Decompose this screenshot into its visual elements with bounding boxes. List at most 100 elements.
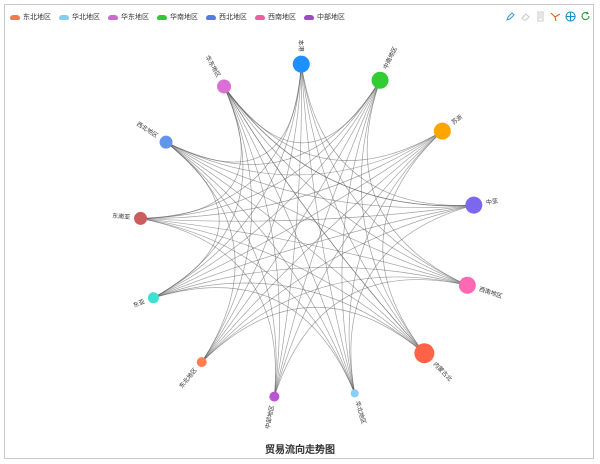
graph-link: [140, 218, 356, 394]
legend-label: 华东地区: [121, 13, 149, 21]
node-label: 华北地区: [354, 400, 368, 425]
graph-node[interactable]: 本港: [292, 39, 310, 73]
node-circle[interactable]: [414, 343, 435, 364]
graph-node[interactable]: 中亚: [465, 196, 499, 214]
graph-link: [223, 80, 381, 144]
node-circle[interactable]: [465, 196, 483, 214]
graph-node[interactable]: 内蒙古北: [414, 343, 454, 383]
mark-pen-icon[interactable]: [505, 11, 516, 22]
legend-label: 华南地区: [170, 13, 198, 21]
node-circle[interactable]: [134, 211, 148, 225]
node-circle[interactable]: [269, 391, 280, 402]
legend-label: 中部地区: [317, 13, 345, 21]
force-layout-icon[interactable]: [565, 11, 576, 22]
legend-marker-icon: [59, 14, 69, 20]
node-circle[interactable]: [292, 55, 310, 73]
graph-node[interactable]: 中南地区: [371, 45, 399, 89]
graph-link: [165, 141, 425, 354]
graph-node[interactable]: 东亚: [132, 292, 159, 309]
graph-link: [153, 204, 474, 299]
legend-item[interactable]: 西北地区: [206, 12, 247, 22]
restore-graph-icon[interactable]: [550, 11, 561, 22]
legend-marker-icon: [157, 14, 167, 20]
node-circle[interactable]: [159, 135, 173, 149]
node-label: 东亚: [132, 297, 146, 309]
legend-label: 西北地区: [219, 13, 247, 21]
legend-item[interactable]: 东北地区: [10, 12, 51, 22]
graph-link: [223, 86, 280, 397]
node-circle[interactable]: [147, 292, 159, 304]
graph-link: [366, 80, 468, 286]
node-label: 中亚: [485, 197, 498, 207]
chart-frame: [4, 4, 594, 459]
graph-link: [201, 306, 425, 363]
graph-link: [140, 204, 474, 222]
graph-node[interactable]: 华东地区: [204, 54, 232, 94]
graph-link: [153, 287, 356, 394]
legend-label: 华北地区: [72, 13, 100, 21]
node-circle[interactable]: [350, 389, 359, 398]
graph-link: [201, 80, 381, 363]
graph-link: [165, 130, 443, 176]
legend: 东北地区 华北地区 华东地区 华南地区 西北地区 西南地区 中部地区: [10, 12, 345, 22]
graph-link: [153, 141, 220, 299]
node-label: 本港: [297, 39, 305, 51]
legend-marker-icon: [304, 14, 314, 20]
links-layer: [140, 64, 474, 397]
graph-link: [153, 80, 381, 299]
legend-item[interactable]: 中部地区: [304, 12, 345, 22]
graph-node[interactable]: 西北地区: [135, 120, 173, 149]
graph-link: [165, 141, 474, 208]
legend-item[interactable]: 华南地区: [157, 12, 198, 22]
graph-link: [223, 86, 356, 394]
graph-link: [201, 276, 468, 363]
data-view-icon[interactable]: [535, 11, 546, 22]
legend-marker-icon: [108, 14, 118, 20]
node-label: 中部地区: [263, 405, 276, 430]
graph-link: [165, 141, 277, 397]
node-label: 西北地区: [135, 120, 160, 140]
graph-link: [140, 64, 302, 219]
legend-label: 西南地区: [268, 13, 296, 21]
legend-marker-icon: [206, 14, 216, 20]
graph-link: [274, 279, 468, 397]
legend-marker-icon: [10, 14, 20, 20]
graph-link: [165, 141, 236, 363]
graph-link: [274, 64, 302, 397]
graph-link: [274, 80, 381, 397]
legend-item[interactable]: 华东地区: [108, 12, 149, 22]
node-circle[interactable]: [371, 71, 389, 89]
graph-link: [350, 204, 474, 394]
node-label: 西南地区: [478, 285, 503, 300]
graph-node[interactable]: 东南亚: [112, 211, 148, 225]
legend-item[interactable]: 西南地区: [255, 12, 296, 22]
graph-node[interactable]: 东北地区: [177, 357, 207, 390]
graph-node[interactable]: 华北地区: [350, 389, 368, 425]
graph-link: [300, 64, 356, 394]
graph-link: [223, 86, 425, 354]
refresh-icon[interactable]: [580, 11, 591, 22]
graph-link: [153, 130, 443, 299]
graph-link: [153, 64, 302, 299]
eraser-icon[interactable]: [520, 11, 531, 22]
legend-item[interactable]: 华北地区: [59, 12, 100, 22]
graph-link: [140, 218, 276, 397]
node-circle[interactable]: [217, 79, 232, 94]
graph-node[interactable]: 西南地区: [458, 276, 504, 300]
node-label: 苏浙: [450, 113, 464, 127]
graph-link: [165, 80, 381, 165]
graph-node[interactable]: 苏浙: [433, 113, 464, 140]
node-label: 中南地区: [381, 45, 399, 70]
graph-node[interactable]: 中部地区: [263, 391, 280, 430]
legend-marker-icon: [255, 14, 265, 20]
node-circle[interactable]: [196, 357, 207, 368]
node-label: 东南亚: [112, 212, 131, 221]
graph-link: [201, 130, 443, 363]
graph-link: [140, 86, 242, 219]
graph-link: [140, 218, 425, 354]
node-circle[interactable]: [458, 276, 476, 294]
graph-link: [382, 130, 443, 354]
node-circle[interactable]: [433, 122, 451, 140]
graph-link: [153, 282, 425, 354]
